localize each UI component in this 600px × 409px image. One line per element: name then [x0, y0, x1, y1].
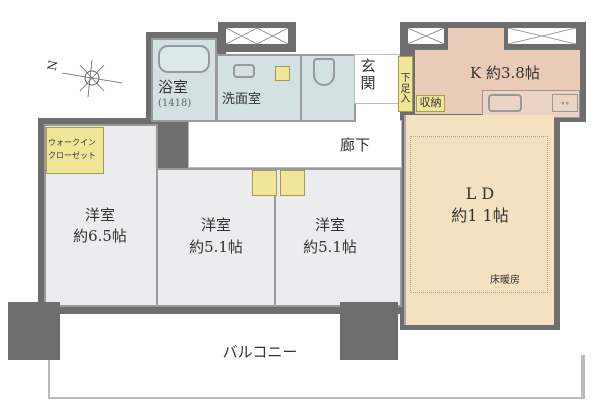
window-top-kitchen-right	[506, 26, 578, 46]
washer-pan	[275, 66, 290, 81]
bath-size-label: (1418)	[158, 98, 192, 109]
compass-north-label: N	[44, 59, 61, 72]
ld-label: L D	[465, 184, 495, 203]
bedroom-1-size: 約6.5帖	[73, 227, 127, 245]
bedroom-3-label: 洋室	[314, 216, 345, 234]
bedroom-2-label: 洋室	[200, 216, 231, 234]
washroom	[216, 54, 302, 122]
toilet-icon	[313, 58, 335, 86]
entrance	[354, 54, 400, 104]
entrance-label: 玄関	[360, 57, 376, 92]
stove-icon: ∘∘	[552, 94, 578, 112]
walkin-closet	[46, 127, 104, 174]
bedroom-1-label: 洋室	[84, 206, 115, 224]
bath-label: 浴室	[158, 78, 189, 96]
column-left	[8, 302, 60, 360]
ld-size: 約1 1帖	[451, 206, 509, 225]
washroom-label: 洗面室	[222, 92, 262, 107]
sink-icon	[233, 64, 255, 78]
storage	[416, 95, 445, 112]
floor-heating-label: 床暖房	[490, 275, 520, 286]
floor-heating-area	[410, 136, 548, 293]
closet-bedroom3	[280, 170, 305, 196]
bedroom-2-size: 約5.1帖	[189, 238, 243, 256]
window-top-kitchen-left	[406, 26, 446, 46]
bathtub-icon	[158, 45, 210, 73]
column-center	[340, 302, 398, 360]
kitchen-nook	[448, 28, 504, 58]
shoe-storage-label: 下足入	[400, 73, 411, 105]
window-top-wet	[224, 26, 290, 46]
shoe-storage	[398, 56, 413, 112]
balcony-label: バルコニー	[222, 343, 298, 361]
bedroom-3-size: 約5.1帖	[303, 238, 357, 256]
bedroom-2	[156, 168, 276, 307]
balcony-rail-right	[583, 355, 585, 399]
closet-bedroom2	[252, 170, 277, 196]
kitchen-sink-icon	[488, 94, 522, 112]
storage-label: 収納	[419, 96, 442, 109]
balcony-outline	[48, 355, 583, 399]
living-dining	[404, 115, 554, 325]
walkin-closet-label-2: クローゼット	[48, 151, 96, 160]
compass-icon	[61, 55, 127, 100]
kitchen-label: K 約3.8帖	[470, 64, 540, 82]
walkin-closet-label-1: ウォークイン	[48, 138, 96, 147]
corridor-label: 廊下	[340, 136, 371, 154]
